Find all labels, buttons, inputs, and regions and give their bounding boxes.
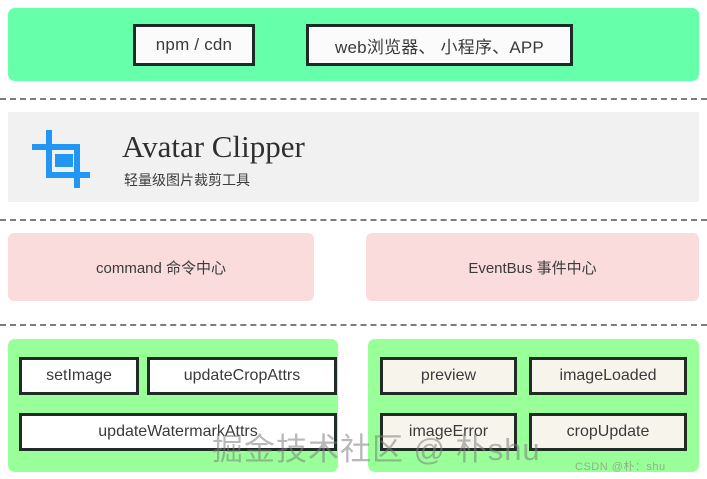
product-title: Avatar Clipper xyxy=(122,129,305,164)
hub-label: EventBus 事件中心 xyxy=(468,259,597,277)
hub-command-center[interactable]: command 命令中心 xyxy=(8,233,314,301)
chip-update-watermark-attrs[interactable]: updateWatermarkAttrs xyxy=(19,413,337,451)
chip-label: cropUpdate xyxy=(566,423,650,440)
consumer-box-npm-cdn[interactable]: npm / cdn xyxy=(133,24,255,66)
chip-label: updateCropAttrs xyxy=(183,367,301,384)
divider-hubs-groups xyxy=(0,324,707,326)
chip-label: preview xyxy=(420,367,477,384)
product-subtitle: 轻量级图片裁剪工具 xyxy=(124,172,250,188)
consumer-layer-band: npm / cdn web浏览器、 小程序、APP xyxy=(8,8,699,81)
group-events: preview imageLoaded imageError cropUpdat… xyxy=(368,339,699,472)
chip-crop-update[interactable]: cropUpdate xyxy=(529,413,687,451)
chip-label: setImage xyxy=(46,367,112,384)
chip-set-image[interactable]: setImage xyxy=(19,357,139,395)
chip-label: updateWatermarkAttrs xyxy=(98,423,258,440)
hub-label: command 命令中心 xyxy=(95,259,227,277)
hub-eventbus-center[interactable]: EventBus 事件中心 xyxy=(366,233,699,301)
divider-product-hubs xyxy=(0,219,707,221)
divider-consumers-product xyxy=(0,98,707,100)
product-banner: Avatar Clipper 轻量级图片裁剪工具 xyxy=(8,112,699,202)
consumer-label: web浏览器、 小程序、APP xyxy=(335,37,544,57)
consumer-box-platforms[interactable]: web浏览器、 小程序、APP xyxy=(306,24,573,66)
group-commands: setImage updateCropAttrs updateWatermark… xyxy=(8,339,338,472)
consumer-label: npm / cdn xyxy=(155,35,233,54)
chip-preview[interactable]: preview xyxy=(380,357,517,395)
chip-label: imageError xyxy=(408,423,489,440)
chip-image-loaded[interactable]: imageLoaded xyxy=(529,357,687,395)
crop-icon xyxy=(32,130,90,188)
chip-image-error[interactable]: imageError xyxy=(380,413,517,451)
chip-label: imageLoaded xyxy=(559,367,657,384)
chip-update-crop-attrs[interactable]: updateCropAttrs xyxy=(147,357,337,395)
